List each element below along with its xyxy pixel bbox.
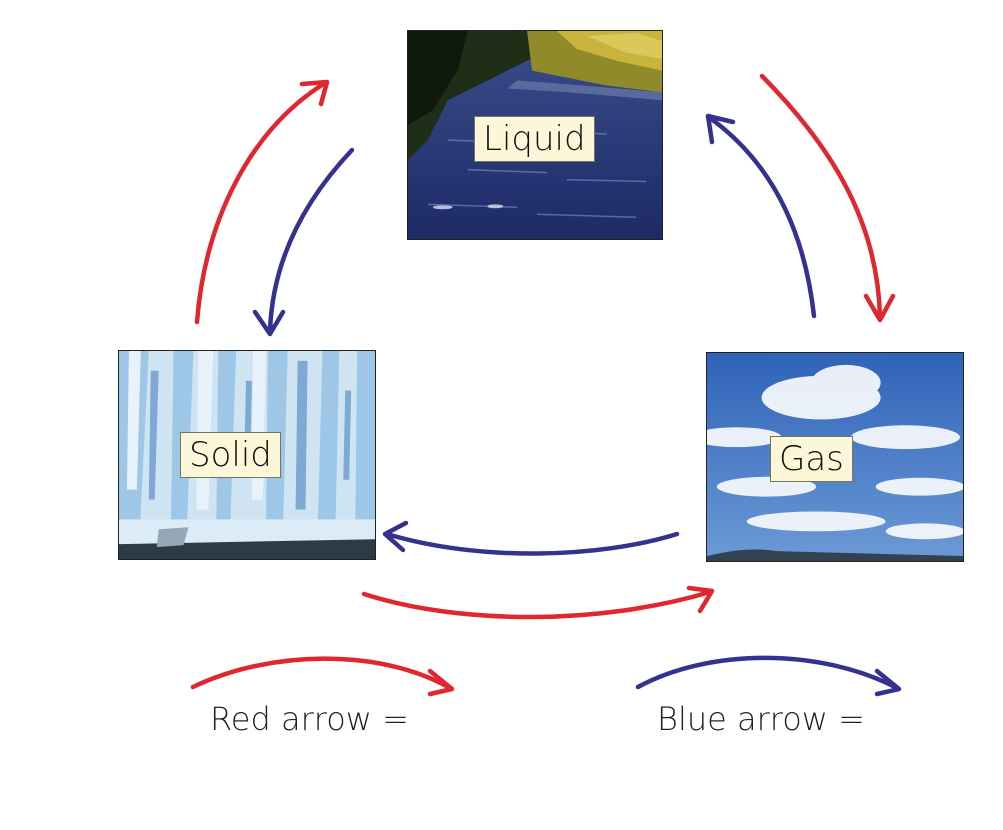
legend-blue-arrow	[635, 655, 900, 691]
gas-photo	[706, 352, 964, 562]
liquid-label: Liquid	[474, 116, 595, 162]
legend-red-text: Red arrow =	[210, 700, 409, 738]
solid-label: Solid	[180, 432, 281, 478]
arrow-liquid-to-gas	[759, 73, 883, 321]
arrow-solid-to-liquid	[194, 80, 328, 325]
arrow-solid-to-gas	[361, 589, 713, 620]
arrow-gas-to-liquid	[707, 115, 817, 319]
legend-blue-text: Blue arrow =	[657, 700, 865, 738]
arrowhead-solid-to-gas	[686, 585, 715, 614]
arrow-gas-to-solid	[384, 531, 680, 556]
arrow-liquid-to-solid	[267, 147, 355, 335]
legend-red-arrow	[190, 656, 453, 691]
arrowhead-gas-to-solid	[382, 520, 409, 553]
arrowhead-solid-to-liquid	[299, 79, 330, 107]
arrowhead-gas-to-liquid	[705, 113, 736, 145]
gas-label: Gas	[770, 436, 853, 482]
arrowhead-liquid-to-gas	[863, 293, 896, 323]
sky-image	[707, 353, 963, 561]
legend-blue-arrowhead	[874, 668, 902, 697]
arrowhead-liquid-to-solid	[252, 309, 286, 337]
legend-red-arrowhead	[427, 668, 455, 697]
